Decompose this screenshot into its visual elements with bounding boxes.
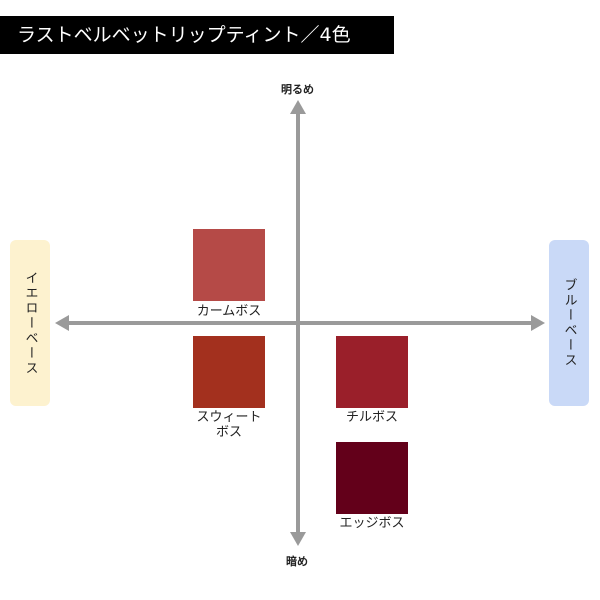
arrow-left-icon bbox=[55, 315, 69, 331]
swatch-edge-boss bbox=[336, 442, 408, 514]
arrow-right-icon bbox=[531, 315, 545, 331]
arrow-up-icon bbox=[290, 100, 306, 114]
axis-label-right: ブルーベース bbox=[561, 278, 577, 368]
swatch-label-calm-boss: カームボス bbox=[196, 304, 262, 319]
swatch-label-sweet-boss: スウィート ボス bbox=[196, 410, 262, 440]
axis-label-bottom: 暗め bbox=[286, 555, 308, 568]
swatch-label-chill-boss: チルボス bbox=[345, 410, 398, 425]
swatch-sweet-boss bbox=[193, 336, 265, 408]
page-title: ラストベルベットリップティント／4色 bbox=[0, 16, 394, 54]
arrow-down-icon bbox=[290, 532, 306, 546]
blue-base-box: ブルーベース bbox=[549, 240, 589, 406]
yellow-base-box: イエローベース bbox=[10, 240, 50, 406]
swatch-calm-boss bbox=[193, 229, 265, 301]
axis-label-left: イエローベース bbox=[22, 270, 38, 376]
swatch-chill-boss bbox=[336, 336, 408, 408]
swatch-label-edge-boss: エッジボス bbox=[339, 516, 405, 531]
axis-label-top: 明るめ bbox=[281, 83, 314, 96]
